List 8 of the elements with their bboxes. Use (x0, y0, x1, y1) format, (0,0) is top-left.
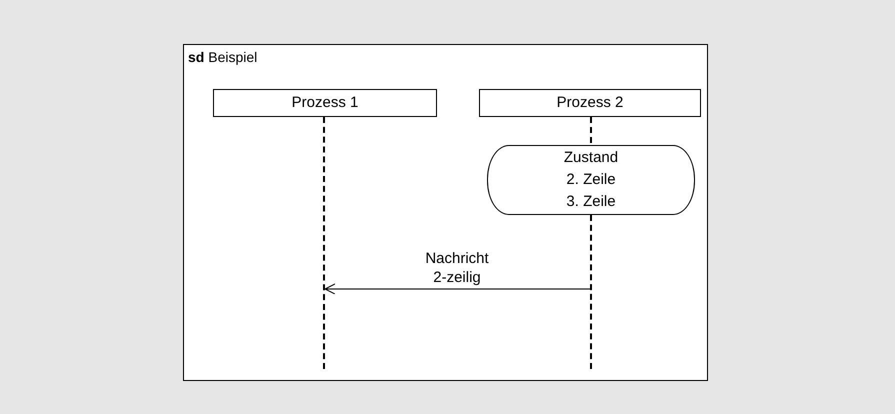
state-box: Zustand 2. Zeile 3. Zeile (487, 145, 695, 215)
lifeline-header: Prozess 1 (213, 89, 437, 117)
lifeline (590, 215, 592, 369)
lifeline-segment (590, 117, 592, 145)
message-arrow (324, 284, 590, 294)
diagram-frame (183, 44, 708, 381)
lifeline (323, 117, 325, 369)
lifeline-header: Prozess 2 (479, 89, 701, 117)
